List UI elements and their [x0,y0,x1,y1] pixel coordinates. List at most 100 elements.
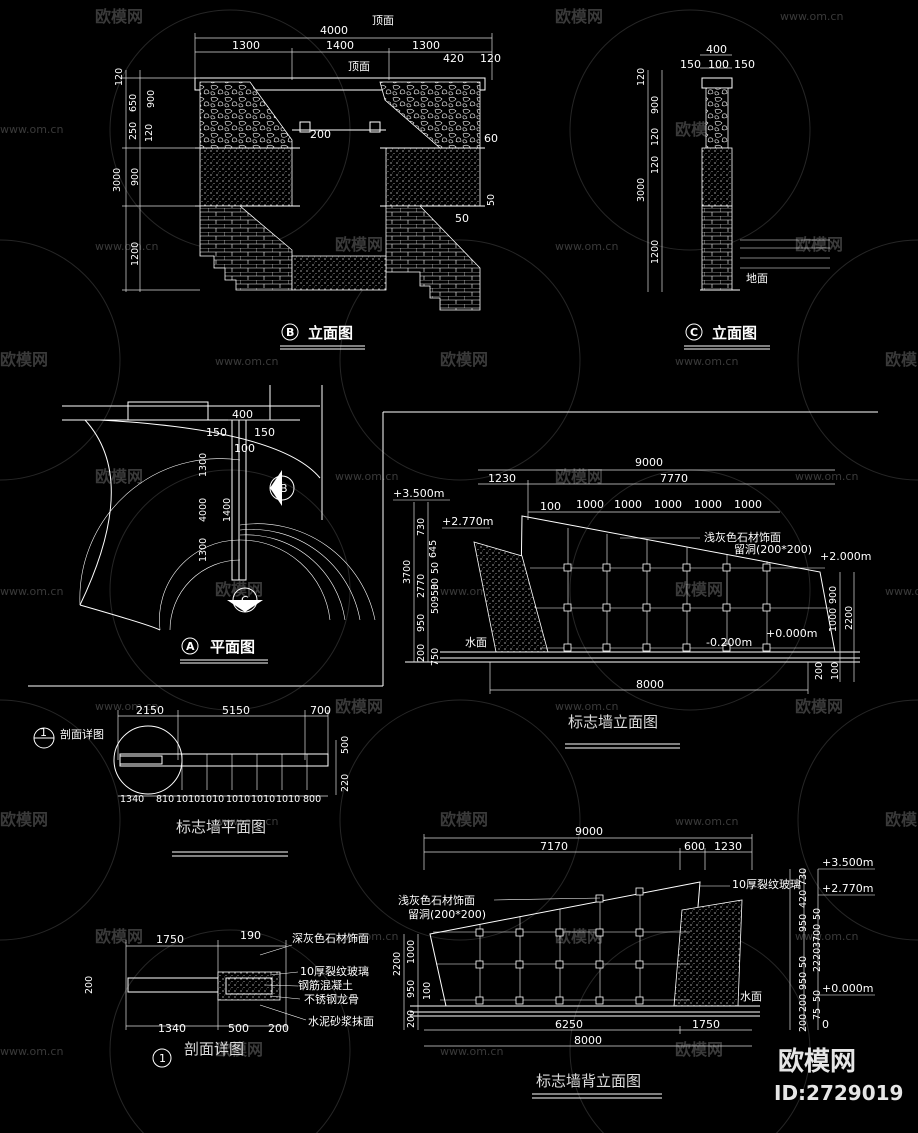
dim-label: 1340 [158,1022,186,1035]
view-marker-circle [181,637,199,655]
section-marker-number: 1 [40,726,47,739]
dim-label: 50 [455,212,469,225]
dim-label: 100 [234,442,255,455]
dim-label: 950 [798,914,809,932]
dim-label: 200 [798,994,809,1012]
dim-label: 420 [798,890,809,908]
note-label: 浅灰色石材饰面 [704,530,781,544]
dim-label: 120 [650,156,661,174]
dim-label: 700 [310,704,331,717]
watermark-brand: 欧模网 [95,927,143,946]
level-label: +3.500m [393,487,444,500]
watermark-url: www.om.cn [95,700,158,713]
watermark-brand: 欧模网 [335,235,383,254]
dim-label: 1750 [156,933,184,946]
dim-label: 600 [684,840,705,853]
dim-label: 200 [416,644,427,662]
dim-label: 100 [540,500,561,513]
watermark-brand: 欧模网 [795,235,843,254]
level-label: +3.500m [822,856,873,869]
watermark-url: www.om.cn [555,240,618,253]
dim-label: 8000 [574,1034,602,1047]
section-marker-number: 1 [159,1052,166,1065]
dim-label: 400 [232,408,253,421]
dim-label: 250 [128,122,139,140]
level-label: +0.000m [766,627,817,640]
dim-label: 120 [144,124,155,142]
view-marker-label: C [690,326,698,339]
watermark-brand: 欧模网 [0,810,48,829]
dim-label: 1010 [176,794,200,805]
dim-label: 50 [812,990,823,1002]
dim-label: 3700 [812,924,823,948]
watermark-url: www.om.cn [335,470,398,483]
watermark-brand: 欧模网 [675,580,723,599]
note-label: 留洞(200*200) [734,543,812,556]
dim-label: 1000 [576,498,604,511]
watermark-url: www.om.cn [0,585,63,598]
dim-label: 7170 [540,840,568,853]
dim-label: 1000 [694,498,722,511]
dim-label: 900 [828,586,839,604]
dim-label: 120 [480,52,501,65]
dim-label: 120 [114,68,125,86]
note-label: 不锈钢龙骨 [304,993,359,1006]
note-label: 10厚裂纹玻璃 [732,877,801,891]
grid-holes [475,887,644,1005]
dim-label: 1200 [650,240,661,264]
view-title: 标志墙平面图 [176,818,266,836]
section-marker [152,1048,172,1068]
top-surface-label: 顶面 [372,14,394,27]
dim-label: 50 [486,194,497,206]
detail-label: 剖面详图 [60,727,104,741]
view-title: 标志墙背立面图 [536,1072,641,1090]
dim-label: 950 [406,980,417,998]
dim-label: 0 [822,1018,829,1031]
note-label: 钢筋混凝土 [298,978,353,992]
view-c-elevation: 400 150 100 150 地面 120 900 120 120 3000 … [636,43,830,350]
water-label: 水面 [465,636,487,649]
dim-label: 750 [430,648,441,666]
watermark-url: www.om.cn [795,470,858,483]
watermark-url: www.om.cn [440,1045,503,1058]
watermark-url: www.om.cn [335,930,398,943]
note-label: 浅灰色石材饰面 [398,893,475,907]
section-marker-b: B [269,470,295,506]
view-marker-circle [685,323,703,341]
watermark-url: www.om.cn [885,585,918,598]
watermark-url: www.om.cn [795,930,858,943]
dim-label: 150 [734,58,755,71]
watermark-brand: 欧模网 [95,7,143,26]
dim-label: 1300 [198,538,209,562]
dim-label: 200 [310,128,331,141]
watermark-url: www.om.cn [0,123,63,136]
watermark-brand: 欧模网 [555,467,603,486]
view-marker-label: A [186,640,195,653]
watermark-url: www.om.cn [675,815,738,828]
dim-label: 900 [146,90,157,108]
dim-label: 7770 [660,472,688,485]
dim-label: 1230 [714,840,742,853]
view-title: 立面图 [712,324,757,342]
dim-label: 120 [636,68,647,86]
dim-label: 1010 [276,794,300,805]
dim-label: 4000 [320,24,348,37]
dim-label: 200 [268,1022,289,1035]
dim-label: 50 [812,908,823,920]
dim-label: 950 [416,614,427,632]
marker-letter: C [241,594,249,607]
note-label: 深灰色石材饰面 [292,931,369,945]
watermark-brand: 欧模网 [215,1040,263,1059]
water-label: 水面 [740,990,762,1003]
level-label: +2.770m [822,882,873,895]
dim-label: 3000 [636,178,647,202]
dim-label: 650 [128,94,139,112]
dim-label: 1200 [130,242,141,266]
grid-holes [563,563,771,652]
dim-label: 75 [812,1008,823,1020]
dim-label: 200 [406,1010,417,1028]
dim-label: 3700 [402,560,413,584]
dim-label: 900 [130,168,141,186]
watermark-brand: 欧模网 [95,467,143,486]
dim-label: 200 [798,1014,809,1032]
